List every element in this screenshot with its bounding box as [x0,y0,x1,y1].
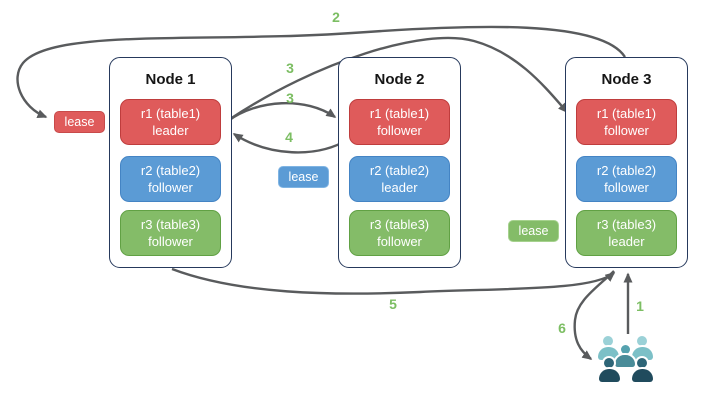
replica-name: r3 (table3) [596,216,657,232]
lease-badge-r1: lease [54,111,105,133]
step-label-3b: 3 [286,90,294,106]
node-3-replica-r2: r2 (table2) follower [576,156,677,202]
replica-name: r1 (table1) [369,105,430,121]
replica-name: r2 (table2) [369,162,430,178]
replica-role: follower [377,234,422,249]
lease-badge-r3: lease [508,220,559,242]
replica-name: r2 (table2) [140,162,201,178]
replica-name: r1 (table1) [596,105,657,121]
node-1: Node 1 r1 (table1) leader r2 (table2) fo… [109,57,232,268]
person-icon [631,336,653,360]
node-2-title: Node 2 [374,71,425,88]
replica-name: r1 (table1) [140,105,201,121]
node-1-replica-r1: r1 (table1) leader [120,99,221,145]
node-2-replica-r2: r2 (table2) leader [349,156,450,202]
arrow-5 [171,267,616,295]
node-3: Node 3 r1 (table1) follower r2 (table2) … [565,57,688,268]
replica-name: r3 (table3) [140,216,201,232]
step-label-2: 2 [332,9,340,25]
replica-role: follower [377,123,422,138]
node-3-replica-r3: r3 (table3) leader [576,210,677,256]
users-group-icon [594,334,656,388]
node-3-title: Node 3 [601,71,652,88]
replica-role: follower [148,180,193,195]
node-1-title: Node 1 [145,71,196,88]
replica-name: r2 (table2) [596,162,657,178]
replica-name: r3 (table3) [369,216,430,232]
lease-badge-r2: lease [278,166,329,188]
node-3-replica-r1: r1 (table1) follower [576,99,677,145]
step-label-6: 6 [558,320,566,336]
node-2-replica-r1: r1 (table1) follower [349,99,450,145]
replica-role: leader [608,234,645,249]
replica-role: leader [152,123,189,138]
replica-role: leader [381,180,418,195]
person-icon [598,358,620,382]
replica-role: follower [148,234,193,249]
node-2-replica-r3: r3 (table3) follower [349,210,450,256]
person-icon [614,345,636,367]
node-1-replica-r2: r2 (table2) follower [120,156,221,202]
step-label-5: 5 [389,296,397,312]
node-2: Node 2 r1 (table1) follower r2 (table2) … [338,57,461,268]
node-1-replica-r3: r3 (table3) follower [120,210,221,256]
step-label-3a: 3 [286,60,294,76]
step-label-4: 4 [285,129,293,145]
person-icon [631,358,653,382]
replica-role: follower [604,123,649,138]
replica-role: follower [604,180,649,195]
step-label-1: 1 [636,298,644,314]
